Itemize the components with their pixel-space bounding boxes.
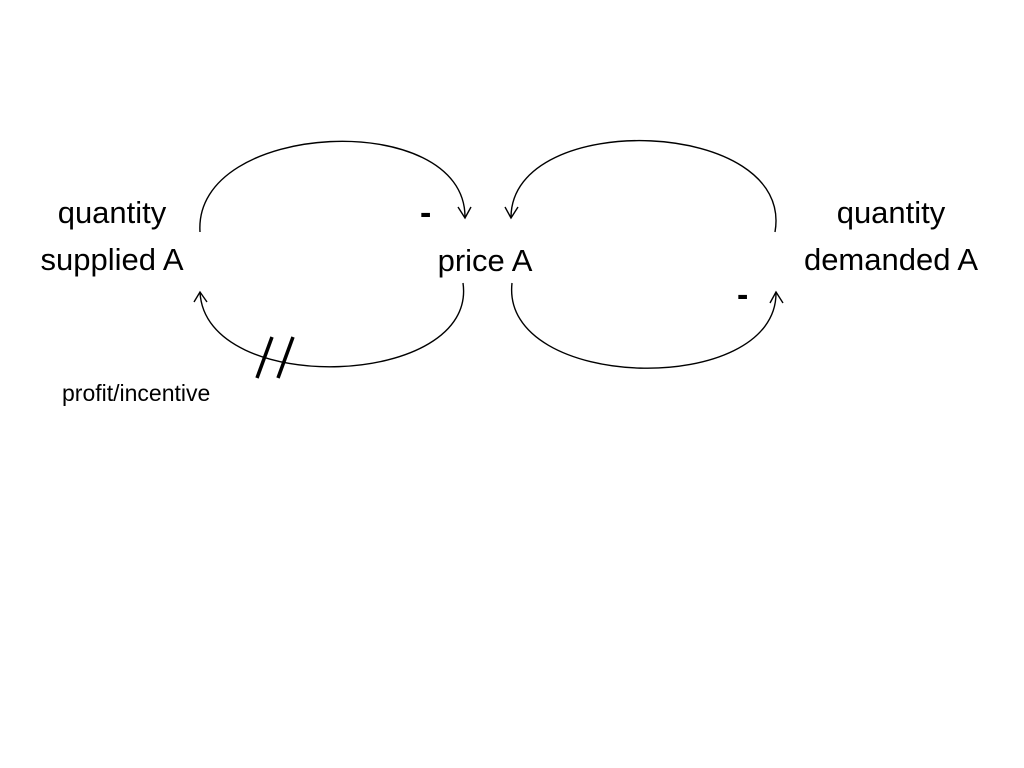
arrow-supply-to-price [199, 140, 466, 233]
polarity-price-to-demand: - [737, 276, 749, 314]
node-supply-line1: quantity [57, 195, 167, 230]
arrowhead-price-to-supply [193, 290, 208, 303]
node-demand-line2: demanded A [803, 242, 979, 277]
node-price-label: price A [437, 243, 533, 278]
arrowhead-price-to-demand [769, 290, 784, 304]
arrowhead-demand-to-price [504, 206, 519, 220]
arrow-price-to-demand [511, 282, 777, 369]
node-quantity-supplied: quantity supplied A [20, 189, 204, 283]
delay-mark [255, 336, 295, 379]
arrow-price-to-supply [199, 282, 465, 368]
node-price: price A [418, 237, 552, 284]
node-demand-line1: quantity [836, 195, 946, 230]
polarity-supply-to-price: - [420, 194, 432, 232]
node-supply-line2: supplied A [40, 242, 184, 277]
arrowhead-supply-to-price [457, 206, 472, 220]
node-quantity-demanded: quantity demanded A [780, 189, 1002, 283]
arrow-demand-to-price [510, 139, 777, 233]
link-label-profit-incentive: profit/incentive [62, 380, 211, 406]
